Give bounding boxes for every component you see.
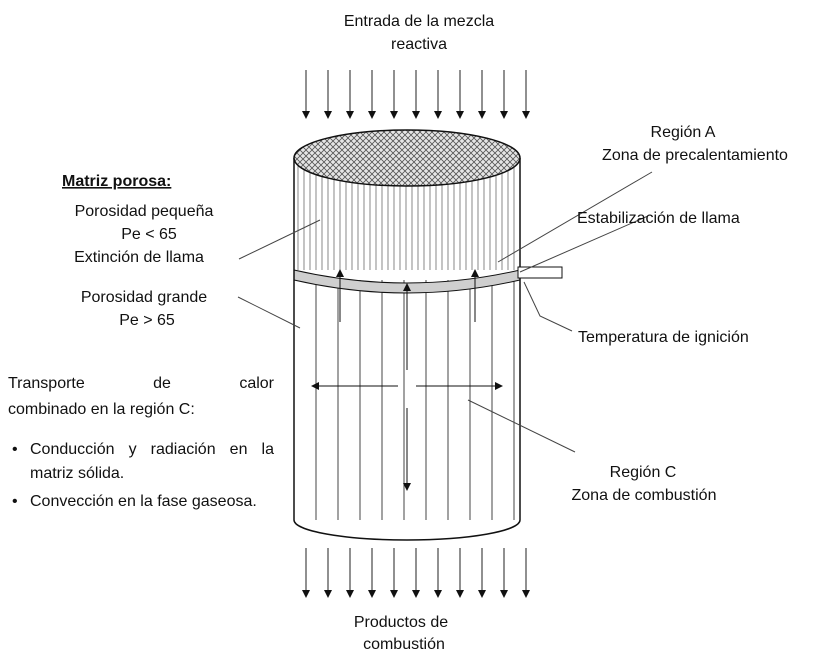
heat-transport-intro-line2: combinado en la región C: (8, 401, 195, 418)
large-pe-label: Pe > 65 (119, 312, 175, 329)
porous-matrix-title: Matriz porosa: (62, 173, 171, 190)
inlet-label-line2: reactiva (391, 36, 447, 53)
outlet-label-line2: combustión (363, 636, 445, 653)
bullet-icon: • (12, 493, 18, 510)
region-c-subtitle: Zona de combustión (572, 487, 717, 504)
porous-cylinder (293, 129, 563, 541)
leader-lines (237, 171, 653, 453)
region-c-pores (315, 280, 515, 520)
region-a-subtitle: Zona de precalentamiento (602, 147, 788, 164)
region-a-pores (297, 158, 515, 270)
heat-transport-intro-line1: Transporte de calor (8, 375, 274, 392)
region-c-title: Región C (610, 464, 677, 481)
list-item: • Convección en la fase gaseosa. (8, 490, 274, 514)
thermocouple-probe (517, 266, 563, 279)
inlet-flow-arrows (302, 70, 530, 119)
bullet-text: Convección en la fase gaseosa. (30, 493, 257, 510)
inlet-label-line1: Entrada de la mezcla (344, 13, 494, 30)
large-porosity-label: Porosidad grande (81, 289, 207, 306)
region-a-title: Región A (651, 124, 716, 141)
heat-transport-list: • Conducción y radiación en la matriz só… (8, 438, 274, 518)
small-porosity-label: Porosidad pequeña (75, 203, 214, 220)
bullet-icon: • (12, 441, 18, 458)
top-face-mesh (293, 129, 521, 187)
outlet-label-line1: Productos de (354, 614, 448, 631)
internal-flow-arrows (311, 269, 503, 491)
small-pe-label: Pe < 65 (121, 226, 177, 243)
outlet-flow-arrows (302, 548, 530, 598)
flame-stabilization-label: Estabilización de llama (577, 210, 740, 227)
flame-extinction-label: Extinción de llama (74, 249, 204, 266)
ignition-temperature-label: Temperatura de ignición (578, 329, 749, 346)
bullet-text: Conducción y radiación en la matriz sóli… (30, 441, 274, 482)
list-item: • Conducción y radiación en la matriz só… (8, 438, 274, 486)
